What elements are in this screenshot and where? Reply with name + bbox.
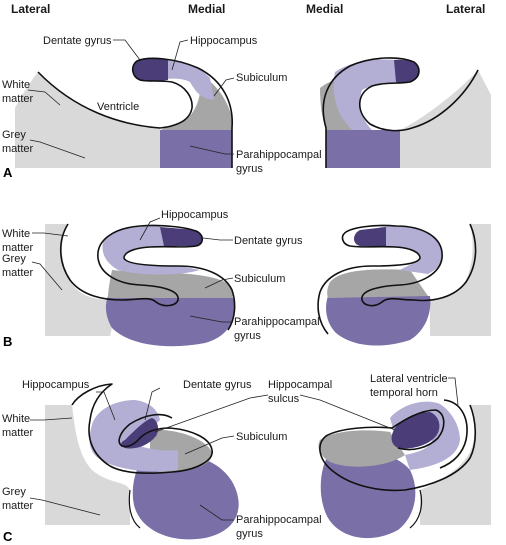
panel-c-label-dentate-gyrus: Dentate gyrus bbox=[183, 379, 252, 391]
panel-c-label-parahippocampal-2: gyrus bbox=[236, 528, 263, 540]
panel-c-right-parahippocampal bbox=[320, 449, 416, 539]
panel-b-label-dentate-gyrus: Dentate gyrus bbox=[234, 235, 303, 247]
panel-c-label-hippocampal-sulcus-1: Hippocampal bbox=[268, 379, 332, 391]
panel-a-label-parahippocampal-1: Parahippocampal bbox=[236, 149, 322, 161]
panel-a-left-section bbox=[15, 57, 233, 168]
panel-c-right-white-matter bbox=[420, 405, 491, 525]
panel-a-subiculum bbox=[160, 75, 232, 132]
panel-c-label-parahippocampal-1: Parahippocampal bbox=[236, 514, 322, 526]
panel-b-letter: B bbox=[3, 334, 12, 349]
panel-a-label-white-2: matter bbox=[2, 93, 34, 105]
panel-a: Dentate gyrus Hippocampus Subiculum Whit… bbox=[2, 35, 491, 180]
panel-b-right-parahippocampal bbox=[326, 296, 431, 346]
panel-b-right-dentate bbox=[354, 227, 386, 247]
panel-c-label-grey-1: Grey bbox=[2, 486, 26, 498]
panel-b-dentate bbox=[160, 227, 202, 246]
panel-a-parahippocampal bbox=[160, 130, 232, 168]
panel-c-dentate bbox=[121, 418, 159, 449]
panel-b-label-grey-1: Grey bbox=[2, 253, 26, 265]
panel-a-white-matter bbox=[15, 72, 160, 168]
panel-b-label-hippocampus: Hippocampus bbox=[161, 209, 229, 221]
panel-a-right-dentate bbox=[394, 59, 420, 83]
panel-a-right-white-matter bbox=[400, 70, 491, 168]
header-lateral-left: Lateral bbox=[11, 2, 50, 16]
panel-a-label-grey-2: matter bbox=[2, 143, 34, 155]
panel-a-right-hippocampus bbox=[333, 59, 400, 130]
panel-b-right-subiculum bbox=[327, 269, 428, 298]
panel-c-label-subiculum: Subiculum bbox=[236, 431, 287, 443]
panel-b-right-section bbox=[317, 223, 491, 346]
panel-a-letter: A bbox=[3, 165, 13, 180]
panel-c-label-lateral-ventricle-2: temporal horn bbox=[370, 387, 438, 399]
panel-a-label-white-1: White bbox=[2, 79, 30, 91]
panel-a-dentate bbox=[133, 58, 168, 82]
panel-b-right-outline bbox=[317, 223, 477, 335]
panel-c-label-lateral-ventricle-1: Lateral ventricle bbox=[370, 373, 448, 385]
panel-b-parahippocampal bbox=[105, 296, 235, 347]
panel-b-label-white-2: matter bbox=[2, 242, 34, 254]
panel-c-left-pia bbox=[128, 489, 141, 529]
panel-c-label-white-1: White bbox=[2, 413, 30, 425]
panel-b-left-section bbox=[45, 223, 236, 347]
panel-b-right-white-matter bbox=[430, 224, 491, 336]
panel-b-label-grey-2: matter bbox=[2, 267, 34, 279]
panel-b-hippocampus bbox=[102, 226, 200, 275]
panel-a-label-ventricle: Ventricle bbox=[97, 101, 139, 113]
panel-c-white-matter bbox=[45, 405, 130, 525]
panel-c-right-outline bbox=[319, 404, 477, 492]
header-lateral-right: Lateral bbox=[446, 2, 485, 16]
panel-a-hippocampus bbox=[160, 60, 214, 100]
panel-c: Hippocampus Dentate gyrus Hippocampal su… bbox=[2, 373, 491, 544]
panel-c-label-hippocampus: Hippocampus bbox=[22, 379, 90, 391]
panel-c-right-pia bbox=[409, 489, 423, 529]
panel-b-left-outline bbox=[59, 223, 236, 331]
panel-b-label-subiculum: Subiculum bbox=[234, 273, 285, 285]
panel-b-right-hippocampus bbox=[380, 226, 443, 274]
panel-a-label-parahippocampal-2: gyrus bbox=[236, 163, 263, 175]
panel-a-right-outline bbox=[322, 57, 479, 168]
panel-c-letter: C bbox=[3, 529, 13, 544]
header-medial-left: Medial bbox=[188, 2, 225, 16]
panel-a-label-hippocampus: Hippocampus bbox=[190, 35, 258, 47]
panel-b-label-white-1: White bbox=[2, 228, 30, 240]
panel-a-right-parahippocampal bbox=[326, 130, 400, 168]
panel-c-left-outline bbox=[71, 383, 213, 474]
panel-b: Hippocampus White matter Dentate gyrus G… bbox=[2, 209, 491, 349]
header-medial-right: Medial bbox=[306, 2, 343, 16]
panel-a-label-grey-1: Grey bbox=[2, 129, 26, 141]
panel-b-white-matter bbox=[45, 224, 118, 336]
panel-a-left-outline bbox=[37, 57, 233, 168]
panel-b-label-parahippocampal-1: Parahippocampal bbox=[234, 316, 320, 328]
panel-c-right-horn-outline bbox=[439, 399, 468, 469]
panel-a-label-subiculum: Subiculum bbox=[236, 72, 287, 84]
panel-c-label-white-2: matter bbox=[2, 427, 34, 439]
panel-c-right-subiculum bbox=[318, 430, 405, 467]
panel-c-left-section bbox=[45, 383, 239, 540]
panel-a-right-section bbox=[320, 57, 491, 168]
panel-c-label-hippocampal-sulcus-2: sulcus bbox=[268, 393, 300, 405]
panel-a-label-dentate-gyrus: Dentate gyrus bbox=[43, 35, 112, 47]
panel-c-right-section bbox=[318, 399, 491, 539]
panel-b-subiculum bbox=[108, 270, 234, 298]
panel-c-label-grey-2: matter bbox=[2, 500, 34, 512]
panel-b-label-parahippocampal-2: gyrus bbox=[234, 330, 261, 342]
